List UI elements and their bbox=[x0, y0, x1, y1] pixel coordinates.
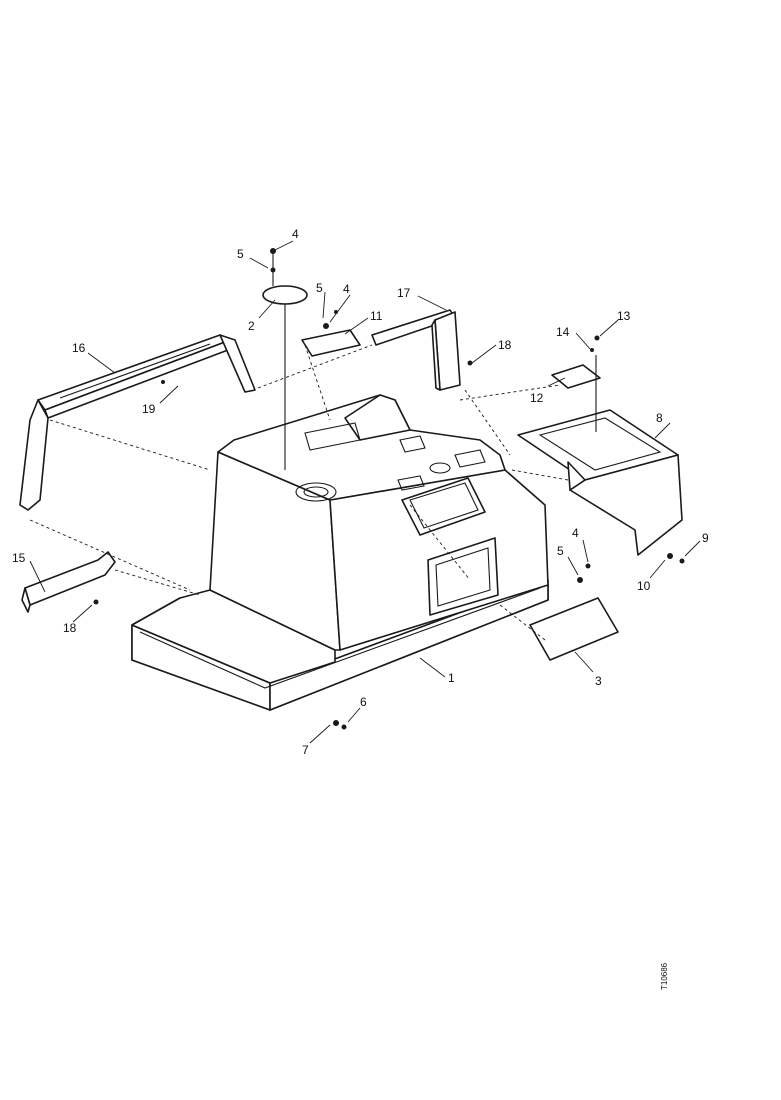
callout-4-top: 4 bbox=[292, 227, 299, 241]
callout-16: 16 bbox=[72, 341, 86, 355]
callout-11: 11 bbox=[370, 309, 383, 323]
rear-mount-bracket-part bbox=[517, 409, 683, 556]
round-cover-part bbox=[262, 285, 308, 305]
top-plate-part bbox=[301, 329, 361, 357]
callout-12: 12 bbox=[530, 391, 544, 405]
callout-5-mid: 5 bbox=[316, 281, 323, 295]
side-plate-part bbox=[529, 597, 619, 661]
callout-10: 10 bbox=[637, 579, 651, 593]
callout-19: 19 bbox=[142, 402, 156, 416]
small-plate-part bbox=[551, 364, 601, 389]
callout-2: 2 bbox=[248, 319, 255, 333]
callout-18-left: 18 bbox=[63, 621, 77, 635]
callout-labels: 1 2 3 4 4 4 5 5 5 6 7 8 9 10 11 12 13 14… bbox=[12, 227, 709, 757]
assembly-lines bbox=[29, 250, 597, 641]
callout-4-mid: 4 bbox=[343, 282, 350, 296]
callout-9: 9 bbox=[702, 531, 709, 545]
callout-3: 3 bbox=[595, 674, 602, 688]
figure-reference: T10686 bbox=[660, 962, 669, 990]
callout-1: 1 bbox=[448, 671, 455, 685]
callout-7: 7 bbox=[302, 743, 309, 757]
callout-5-right: 5 bbox=[557, 544, 564, 558]
callout-18-right: 18 bbox=[498, 338, 512, 352]
callout-6: 6 bbox=[360, 695, 367, 709]
callout-4-right: 4 bbox=[572, 526, 579, 540]
main-body-part bbox=[131, 394, 549, 711]
callout-8: 8 bbox=[656, 411, 663, 425]
callout-5-top: 5 bbox=[237, 247, 244, 261]
lower-left-bracket-part bbox=[21, 551, 116, 613]
callout-15: 15 bbox=[12, 551, 26, 565]
callout-17: 17 bbox=[397, 286, 411, 300]
callout-14: 14 bbox=[556, 325, 570, 339]
callout-13: 13 bbox=[617, 309, 631, 323]
right-upright-bracket-part bbox=[371, 309, 461, 391]
fasteners bbox=[93, 248, 685, 730]
leader-lines bbox=[29, 240, 701, 744]
left-bracket-frame-part bbox=[19, 334, 256, 511]
